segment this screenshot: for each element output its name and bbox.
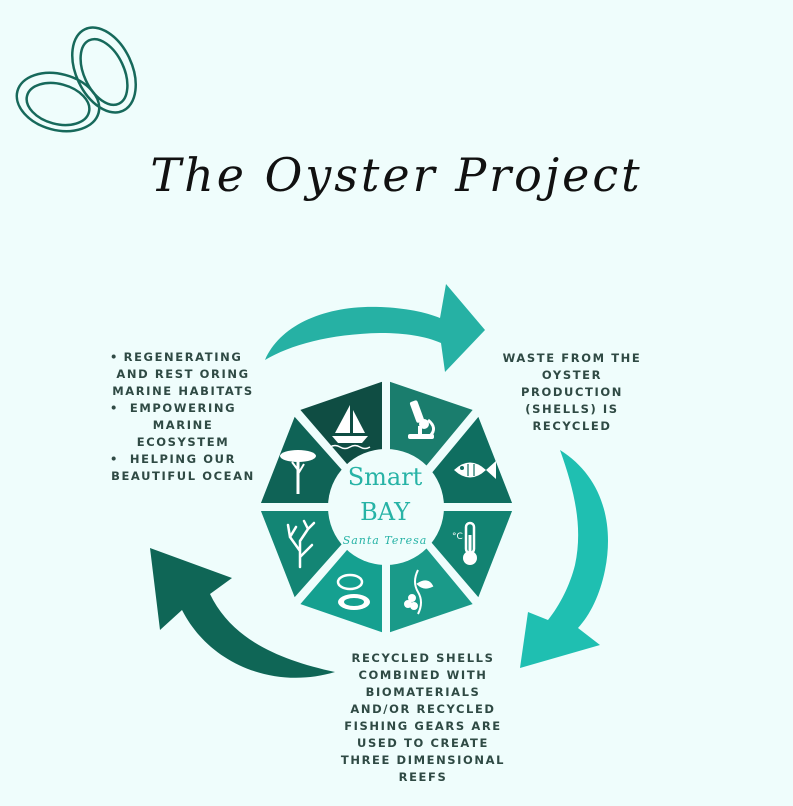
center-circle (328, 449, 444, 565)
center-santa-teresa-text: Santa Teresa (342, 534, 428, 547)
center-bay-text: BAY (360, 498, 410, 526)
pine-tree-icon (280, 450, 316, 494)
svg-text:°C: °C (452, 532, 463, 542)
fish-icon (454, 461, 496, 479)
page-title: The Oyster Project (150, 148, 643, 202)
oyster-logo (15, 26, 137, 133)
top-arrow (265, 284, 485, 372)
vine-icon (404, 569, 434, 615)
mussel-icon (336, 573, 370, 610)
right-description: WASTE FROM THE OYSTER PRODUCTION (SHELLS… (502, 351, 642, 433)
coral-icon (286, 519, 316, 569)
right-arrow (520, 450, 608, 668)
microscope-icon (408, 400, 435, 439)
left-bullet-list: REGENERATING AND REST ORING MARINE HABIT… (108, 349, 258, 485)
center-smart-text: Smart (347, 463, 423, 491)
thermometer-icon: °C (452, 521, 477, 565)
sailboat-icon (329, 405, 371, 450)
left-bullet-2: EMPOWERING MARINE ECOSYSTEM (108, 400, 258, 451)
left-bullet-3: HELPING OUR BEAUTIFUL OCEAN (108, 451, 258, 485)
left-arrow (150, 548, 335, 678)
left-bullet-1: REGENERATING AND REST ORING MARINE HABIT… (108, 349, 258, 400)
bottom-description: RECYCLED SHELLS COMBINED WITH BIOMATERIA… (340, 651, 506, 784)
